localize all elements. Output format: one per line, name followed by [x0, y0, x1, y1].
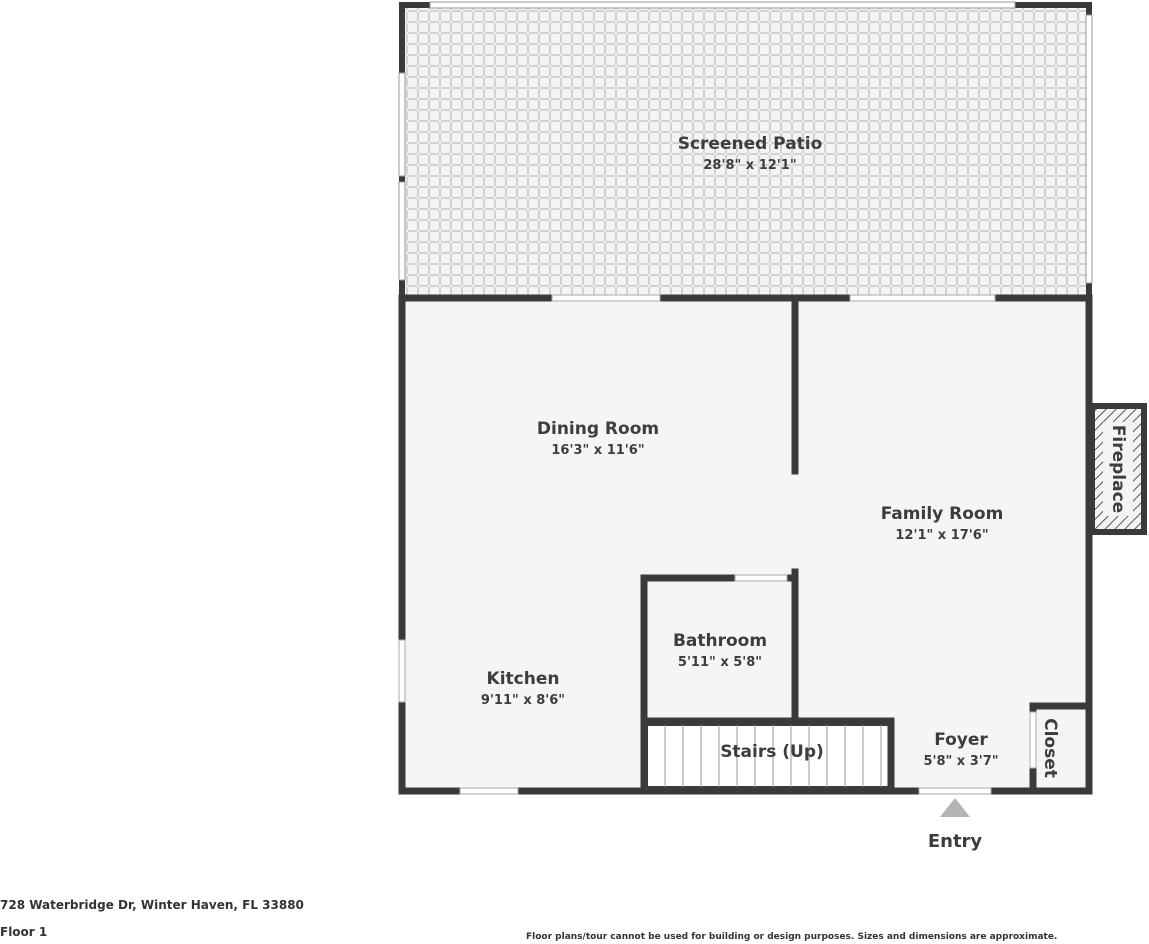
stairs-area	[646, 724, 892, 788]
bathroom-name: Bathroom	[673, 631, 767, 651]
property-address: 728 Waterbridge Dr, Winter Haven, FL 338…	[0, 898, 304, 912]
foyer-dims: 5'8" x 3'7"	[923, 754, 998, 769]
entry-arrow-icon	[940, 798, 970, 817]
stairs-label: Stairs (Up)	[720, 742, 824, 762]
closet-label: Closet	[1040, 718, 1060, 778]
screened-patio-dims: 28'8" x 12'1"	[703, 158, 796, 173]
dining-room-dims: 16'3" x 11'6"	[551, 443, 644, 458]
foyer-name: Foyer	[934, 730, 988, 750]
family-room-name: Family Room	[881, 504, 1004, 524]
dining-room-name: Dining Room	[537, 419, 659, 439]
fireplace-area	[1089, 403, 1147, 535]
entry-label: Entry	[928, 831, 983, 852]
floor-label: Floor 1	[0, 925, 48, 939]
kitchen-name: Kitchen	[487, 669, 560, 689]
screened-patio-area	[398, 1, 1093, 298]
fireplace-label: Fireplace	[1108, 425, 1128, 513]
disclaimer-text: Floor plans/tour cannot be used for buil…	[526, 932, 1058, 942]
openings	[398, 294, 1037, 795]
kitchen-dims: 9'11" x 8'6"	[481, 693, 565, 708]
bathroom-dims: 5'11" x 5'8"	[678, 655, 762, 670]
main-floor-area	[403, 301, 1089, 788]
family-room-dims: 12'1" x 17'6"	[895, 528, 988, 543]
screened-patio-name: Screened Patio	[678, 134, 823, 154]
